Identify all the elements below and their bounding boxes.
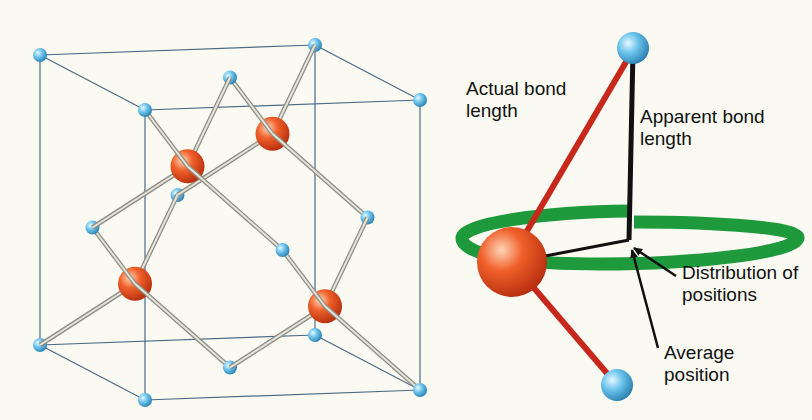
cell-edge <box>145 390 420 400</box>
bond-stick <box>283 250 326 306</box>
cell-edge <box>40 45 315 55</box>
callout-label: Actual bond length <box>466 78 591 122</box>
anion-sphere <box>617 32 649 64</box>
anion-sphere <box>138 393 152 407</box>
crystal-structure <box>33 38 427 407</box>
offset-line <box>540 240 629 257</box>
cell-edge <box>144 110 145 400</box>
cell-edge <box>315 45 420 100</box>
anion-sphere <box>413 383 427 397</box>
bond-stick <box>325 306 420 390</box>
bond-stick <box>230 78 273 134</box>
anion-sphere <box>33 48 47 62</box>
bond-stick <box>145 110 188 166</box>
anion-sphere <box>413 93 427 107</box>
callout-label: Apparent bond length <box>640 106 770 150</box>
cell-edge <box>419 100 420 390</box>
leader-arrow <box>634 248 676 276</box>
bond-diagram <box>462 32 798 401</box>
bond-stick <box>325 306 420 390</box>
callout-label: Average position <box>664 342 764 386</box>
anion-sphere <box>308 328 322 342</box>
bond-stick <box>145 110 188 166</box>
anion-sphere <box>601 369 633 401</box>
bond-stick <box>283 250 326 306</box>
bond-stick <box>188 166 283 250</box>
leader-arrow <box>632 250 658 348</box>
apparent-bond <box>629 50 633 240</box>
bond-stick <box>93 228 136 284</box>
cell-edge <box>40 55 145 110</box>
bond-stick <box>135 284 230 368</box>
anion-sphere <box>276 243 290 257</box>
callout-label: Distribution of positions <box>682 262 807 306</box>
bond-stick <box>135 284 230 368</box>
bond-stick <box>273 134 368 218</box>
bond-stick <box>93 228 136 284</box>
cell-edge <box>40 345 145 400</box>
bond-stick <box>188 166 283 250</box>
cell-edge <box>39 55 40 345</box>
anion-sphere <box>138 103 152 117</box>
cation-sphere <box>477 227 547 297</box>
bond-stick <box>273 134 368 218</box>
bond-stick <box>230 78 273 134</box>
